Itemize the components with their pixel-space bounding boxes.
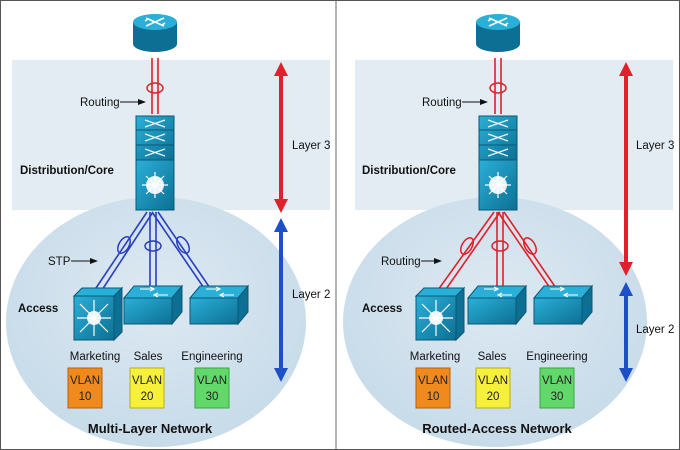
access-label: Access [362, 303, 402, 315]
department-label-sales: Sales [478, 351, 507, 363]
link-marker [523, 237, 537, 255]
switch-icon [532, 284, 594, 326]
panel-routed-access: Layer 3 Layer 2 Routing Distribution/Cor… [343, 14, 674, 447]
distribution-core-label: Distribution/Core [362, 165, 456, 177]
link-marker [489, 82, 507, 94]
router-icon [133, 14, 177, 52]
routed-uplinks [437, 211, 557, 293]
department-label-marketing: Marketing [410, 351, 461, 363]
vlan-label: VLAN [132, 375, 162, 387]
vlan-box-10 [415, 367, 451, 409]
link-marker [117, 236, 131, 254]
vlan-box-30 [539, 367, 575, 409]
link-marker [146, 82, 164, 94]
vlan-id: 30 [206, 391, 219, 403]
link-marker [144, 240, 162, 252]
layer2-arrow [274, 218, 288, 382]
vlan-label: VLAN [542, 375, 572, 387]
department-label-engineering: Engineering [181, 351, 242, 363]
layer3-arrow [619, 62, 633, 276]
vlan-id: 20 [141, 391, 154, 403]
department-label-marketing: Marketing [70, 351, 121, 363]
layer2-arrow [619, 282, 633, 382]
department-label-sales: Sales [134, 351, 163, 363]
vlan-id: 20 [487, 391, 500, 403]
vlan-id: 30 [551, 391, 564, 403]
panel-title: Routed-Access Network [422, 421, 572, 436]
department-label-engineering: Engineering [526, 351, 587, 363]
vlan-id: 10 [427, 391, 440, 403]
distribution-core-label: Distribution/Core [20, 165, 114, 177]
switch-icon [466, 284, 528, 326]
routing-label: Routing [422, 97, 462, 109]
vlan-box-30 [194, 367, 230, 409]
router-icon [476, 14, 520, 52]
link-marker [491, 240, 509, 252]
layer3-label: Layer 3 [636, 140, 674, 152]
vlan-id: 10 [79, 391, 92, 403]
link-marker [460, 237, 474, 255]
vlan-box-20 [475, 367, 511, 409]
layer2-label: Layer 2 [292, 289, 330, 301]
panel-multi-layer: Layer 3 Layer 2 Routing Distribution/Cor… [6, 14, 330, 447]
multilayer-switch-icon [478, 115, 518, 211]
layer3-label: Layer 3 [292, 140, 330, 152]
vlan-label: VLAN [418, 375, 448, 387]
switch-icon [122, 284, 184, 326]
vlan-box-20 [129, 367, 165, 409]
stp-label: STP [48, 256, 71, 268]
access-multilayer-switch-icon [72, 286, 124, 342]
link-marker [176, 236, 190, 254]
vlan-box-10 [67, 367, 103, 409]
access-label: Access [18, 303, 58, 315]
routing-label: Routing [80, 97, 120, 109]
vlan-label: VLAN [70, 375, 100, 387]
switch-icon [188, 284, 250, 326]
access-multilayer-switch-icon [414, 286, 466, 342]
vlan-label: VLAN [197, 375, 227, 387]
panel-title: Multi-Layer Network [88, 421, 213, 436]
multilayer-switch-icon [135, 115, 175, 211]
layer2-label: Layer 2 [636, 324, 674, 336]
layer3-arrow [274, 62, 288, 213]
access-routing-label: Routing [381, 256, 421, 268]
vlan-label: VLAN [478, 375, 508, 387]
